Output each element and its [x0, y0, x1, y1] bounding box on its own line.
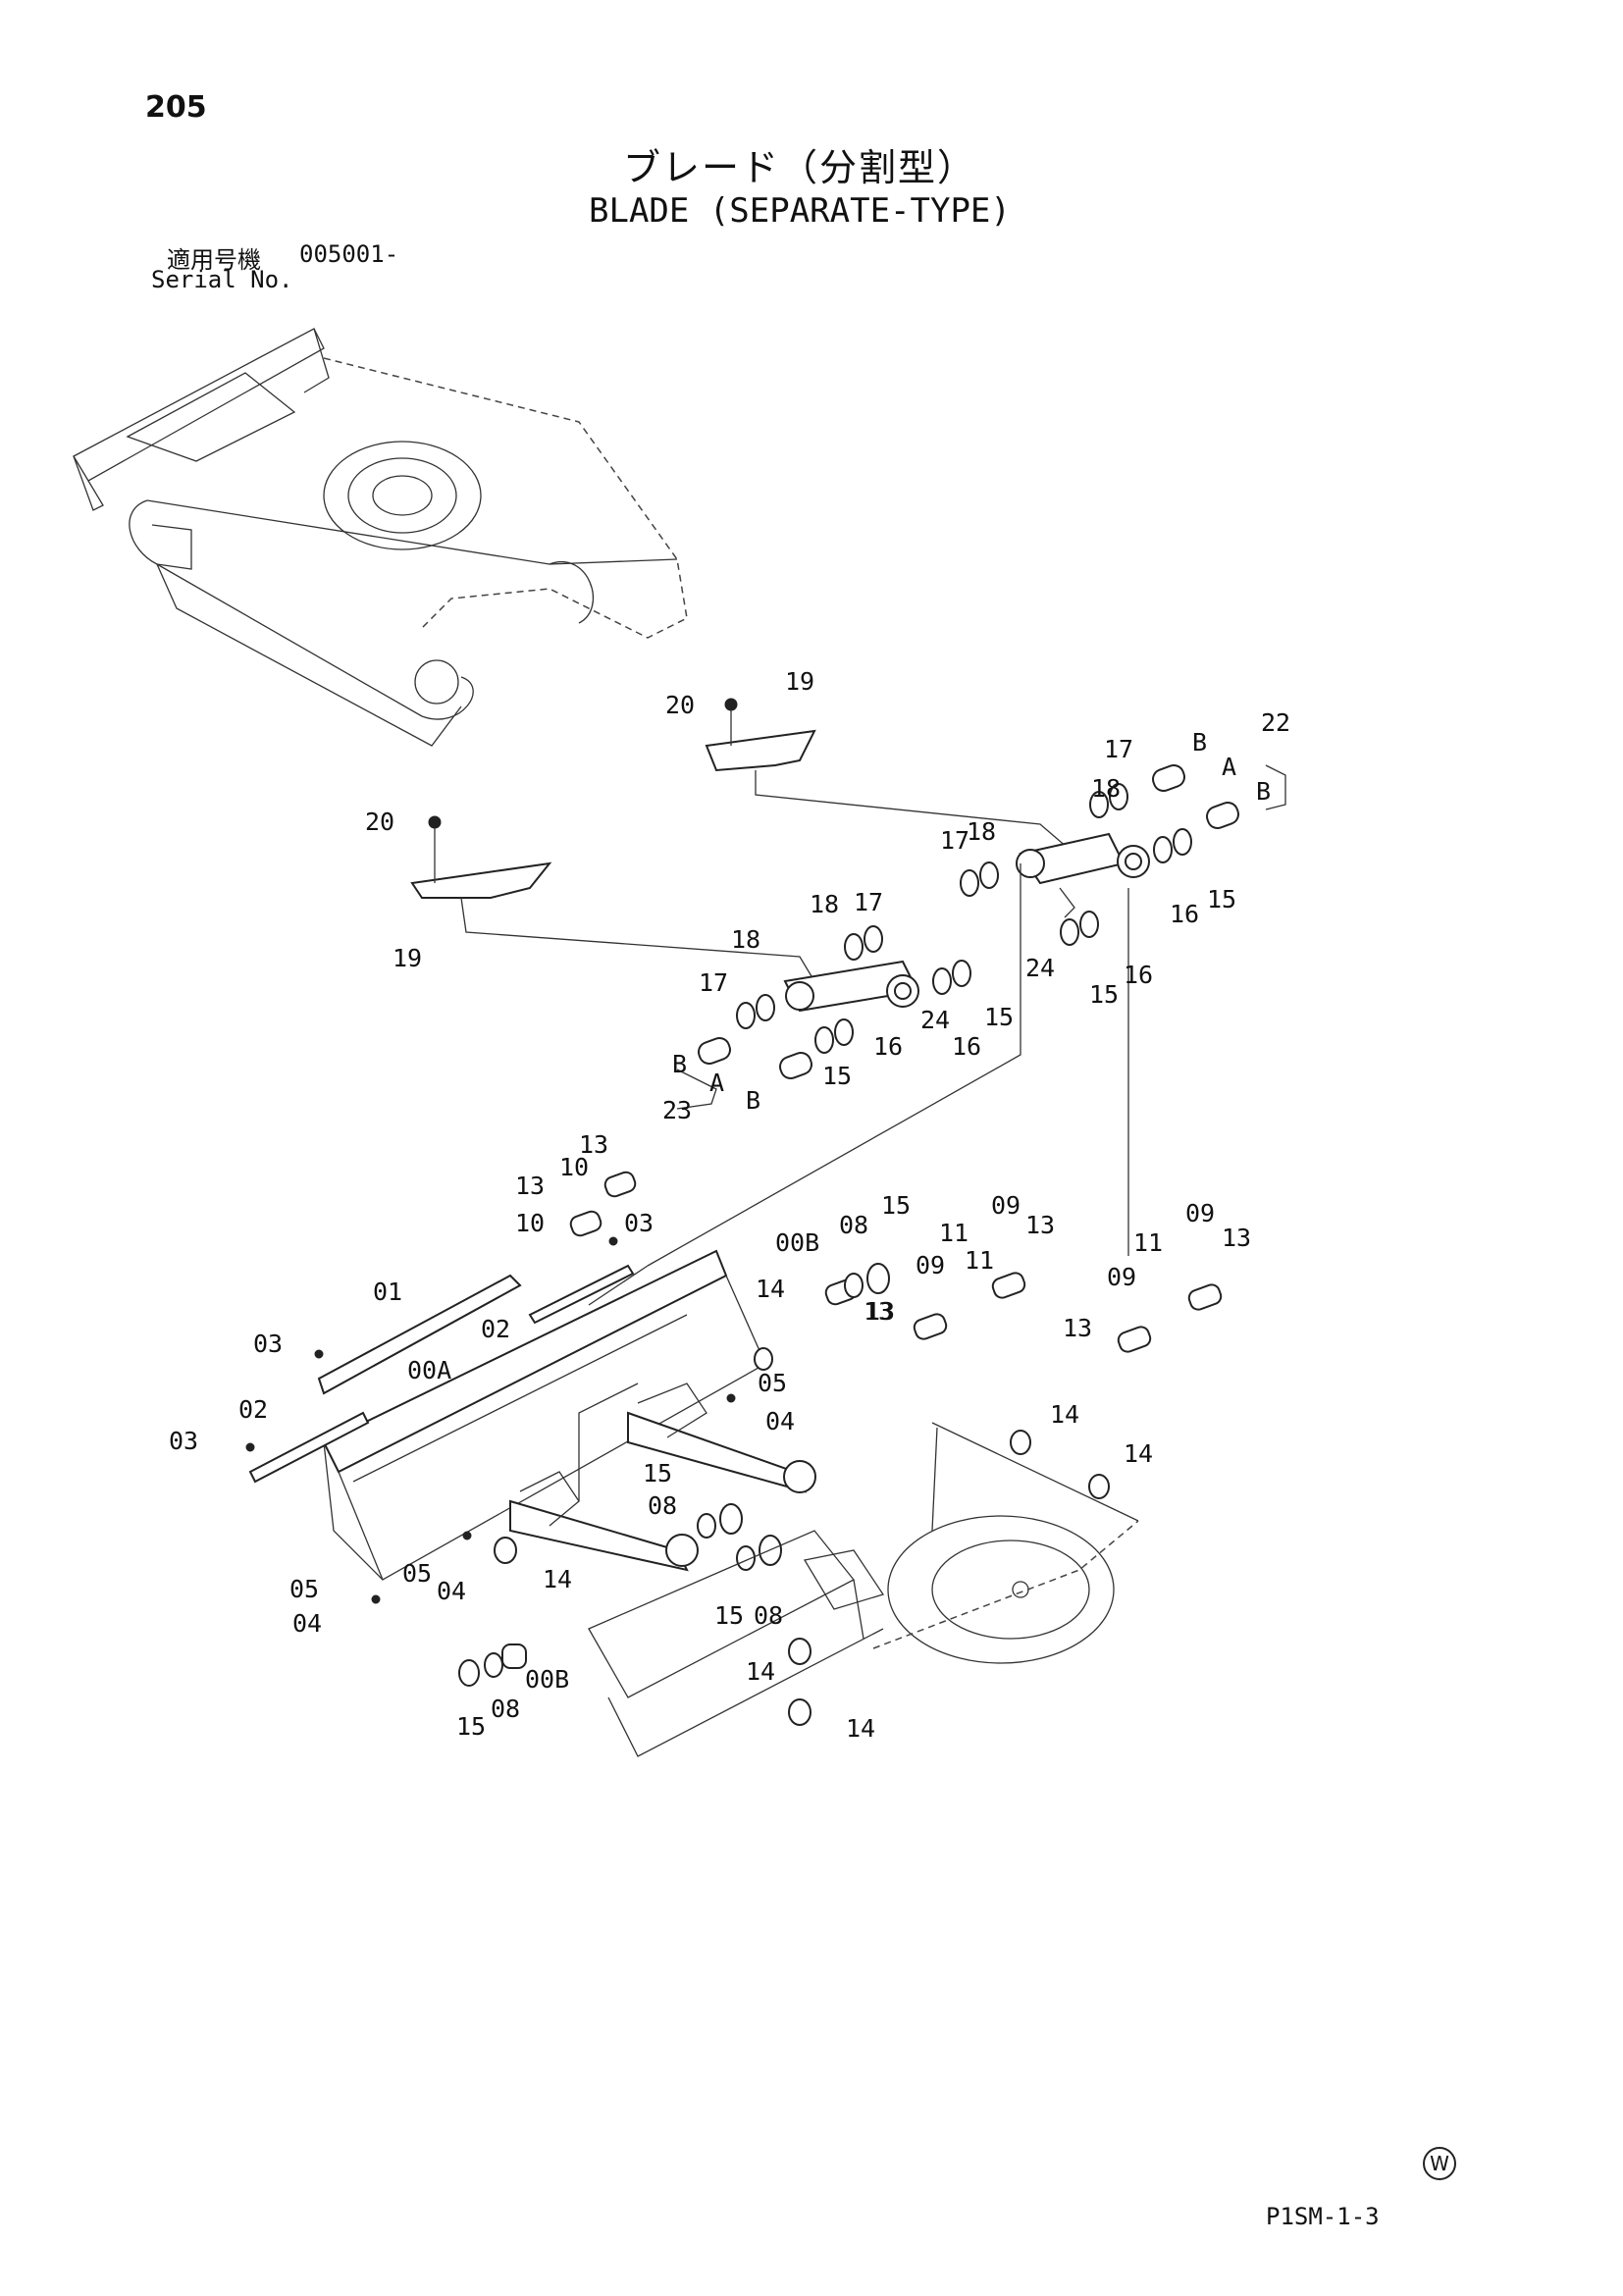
callout: 20	[665, 691, 695, 719]
callout: 17	[940, 826, 969, 855]
callout: 09	[991, 1191, 1021, 1220]
callout: 05	[289, 1575, 319, 1603]
guard-upper	[705, 698, 1075, 855]
callout: 03	[253, 1330, 283, 1358]
callout-labels: 20 19 20 19 17 18 22 B A B 17 18 16 15 2…	[169, 667, 1290, 1743]
callout: 09	[1185, 1199, 1215, 1227]
callout: 15	[1207, 885, 1236, 913]
callout: 16	[1124, 961, 1153, 989]
callout: 14	[1050, 1400, 1079, 1429]
callout: 14	[746, 1657, 775, 1686]
callout: 20	[365, 808, 394, 836]
callout: 03	[169, 1427, 198, 1455]
callout: 15	[881, 1191, 911, 1220]
callout: 08	[648, 1491, 677, 1520]
callout: 18	[967, 817, 996, 846]
callout: 04	[765, 1407, 795, 1435]
callout: 13	[1063, 1314, 1092, 1342]
callout: A	[709, 1069, 724, 1097]
callout: B	[1192, 728, 1207, 757]
callout: 13	[579, 1130, 608, 1159]
callout: 00B	[525, 1665, 569, 1694]
callout: B	[1256, 777, 1271, 806]
callout: A	[1222, 753, 1236, 781]
callout: 16	[873, 1032, 903, 1061]
callout: 08	[839, 1211, 868, 1239]
title-english: BLADE (SEPARATE-TYPE)	[589, 191, 1011, 231]
callout: 15	[1089, 980, 1119, 1009]
callout: 11	[1133, 1228, 1163, 1257]
watermark-w: W	[1423, 2147, 1456, 2180]
callout: 15	[984, 1003, 1014, 1031]
blade-arms	[509, 1383, 816, 1572]
callout: 00A	[407, 1356, 451, 1384]
serial-label-english: Serial No.	[151, 266, 293, 293]
callout: 24	[1025, 954, 1055, 982]
callout: 05	[402, 1559, 432, 1588]
pins-bushings	[458, 1171, 1223, 1726]
callout: 19	[393, 944, 422, 972]
callout: 10	[559, 1153, 589, 1181]
callout: 13	[864, 1297, 893, 1326]
callout: 18	[1091, 774, 1121, 803]
blade-assembly	[245, 1236, 766, 1604]
callout: 19	[785, 667, 814, 696]
callout: 22	[1261, 708, 1290, 737]
callout: 14	[846, 1714, 875, 1743]
callout: 15	[714, 1601, 744, 1630]
callout: 18	[731, 925, 760, 954]
callout: 17	[699, 968, 728, 997]
callout: 00B	[775, 1228, 819, 1257]
callout: 05	[758, 1369, 787, 1397]
callout: 02	[481, 1315, 510, 1343]
callout: B	[672, 1050, 687, 1078]
callout: 13	[865, 1297, 895, 1326]
callout: 11	[939, 1219, 969, 1247]
callout: 16	[1170, 900, 1199, 928]
callout: 16	[952, 1032, 981, 1061]
callout: 08	[491, 1695, 520, 1723]
callout: 04	[292, 1609, 322, 1638]
callout: 17	[1104, 735, 1133, 763]
callout: 15	[456, 1712, 486, 1741]
callout: 03	[624, 1209, 654, 1237]
callout: 15	[643, 1459, 672, 1487]
leader-lines	[588, 863, 1129, 1306]
callout: 14	[543, 1565, 572, 1593]
serial-label-japanese: 適用号機	[167, 246, 261, 274]
callout: 23	[662, 1096, 692, 1124]
callout: 13	[1222, 1224, 1251, 1252]
callout: 18	[810, 890, 839, 918]
title-japanese: ブレード（分割型）	[623, 146, 977, 189]
callout: 17	[854, 888, 883, 916]
callout: 13	[515, 1172, 545, 1200]
page-number: 205	[145, 90, 207, 125]
callout: 01	[373, 1278, 402, 1306]
callout: B	[746, 1086, 760, 1115]
undercarriage-frame	[588, 1422, 1139, 1757]
callout: 02	[238, 1395, 268, 1424]
cylinder-left	[676, 925, 971, 1110]
callout: 11	[965, 1246, 994, 1275]
callout: 13	[1025, 1211, 1055, 1239]
cylinder-right	[960, 764, 1286, 946]
callout: 10	[515, 1209, 545, 1237]
serial-value: 005001-	[299, 240, 399, 268]
page-code: P1SM-1-3	[1266, 2203, 1380, 2230]
machine-overview-illustration	[73, 328, 688, 747]
callout: 04	[437, 1577, 466, 1605]
callout: 15	[822, 1062, 852, 1090]
callout: 08	[754, 1601, 783, 1630]
callout: 09	[1107, 1263, 1136, 1291]
callout: 14	[1124, 1439, 1153, 1468]
callout: 24	[920, 1006, 950, 1034]
callout: 09	[916, 1251, 945, 1279]
guard-lower	[410, 815, 815, 982]
callout: 14	[756, 1275, 785, 1303]
